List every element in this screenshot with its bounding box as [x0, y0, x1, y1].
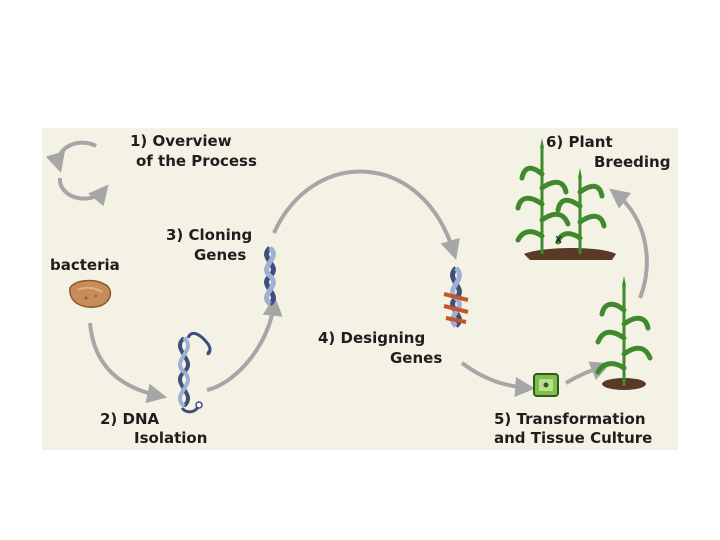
- transformed-plant-icon: [595, 276, 653, 390]
- step-4-sublabel: Genes: [390, 349, 443, 367]
- step-5-label: 5) Transformation: [494, 410, 646, 428]
- panel-background: [42, 128, 678, 450]
- isolated-dna-icon: [178, 331, 212, 414]
- arrow-designing-to-transformation: [460, 361, 536, 397]
- cycle-icon: [45, 140, 109, 207]
- cloned-gene-icon: [264, 246, 276, 306]
- arrow-bacteria-to-dna: [88, 322, 168, 404]
- step-5-sublabel: and Tissue Culture: [494, 429, 653, 447]
- step-3-label: 3) Cloning: [166, 226, 253, 244]
- tissue-culture-icon: [533, 373, 559, 397]
- bacteria-icon: [69, 279, 112, 308]
- step-1-sublabel: of the Process: [136, 152, 257, 170]
- arrow-dna-to-cloning: [206, 295, 283, 392]
- step-1-label: 1) Overview: [130, 132, 232, 150]
- designed-gene-icon: [443, 266, 469, 328]
- step-2-sublabel: Isolation: [134, 429, 208, 447]
- step-6-label: 6) Plant: [546, 133, 613, 151]
- diagram-canvas: [42, 128, 678, 450]
- step-6-sublabel: Breeding: [594, 153, 671, 171]
- bacteria-label: bacteria: [50, 256, 120, 274]
- step-2-label: 2) DNA: [100, 410, 160, 428]
- step-3-sublabel: Genes: [194, 246, 247, 264]
- arrow-cloning-to-designing: [272, 169, 460, 260]
- breeding-plants-icon: [515, 138, 616, 260]
- arrow-plant-to-breeding: [609, 188, 649, 299]
- process-diagram-panel: 1) Overview of the Process bacteria 3) C…: [42, 128, 678, 450]
- cross-mark-label: x: [555, 232, 563, 246]
- step-4-label: 4) Designing: [318, 329, 426, 347]
